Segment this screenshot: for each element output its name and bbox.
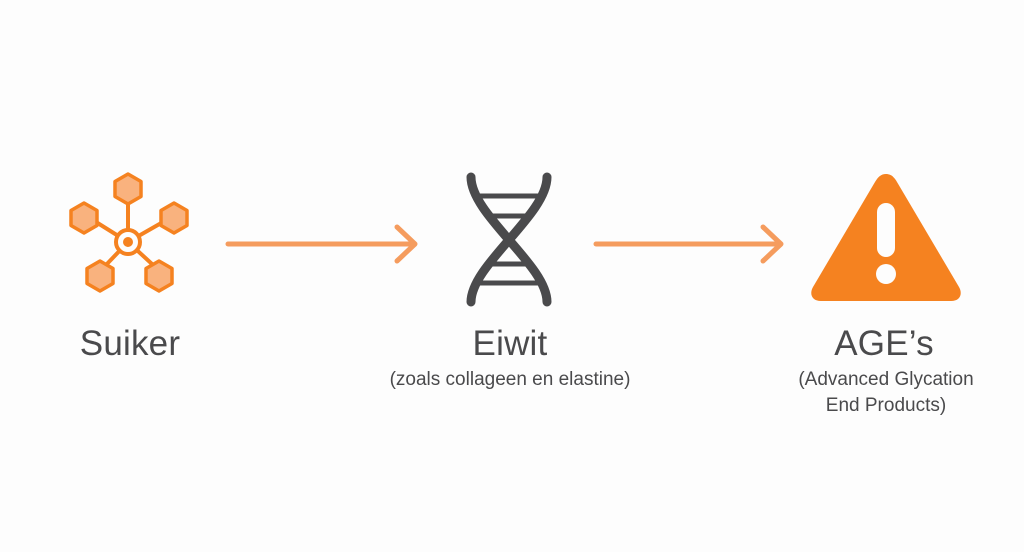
step-sublabel-ages-line2: End Products) [825,395,947,416]
step-label-protein: Eiwit [472,324,548,363]
warning-icon [811,174,961,301]
step-label-ages: AGE’s [834,324,934,363]
arrow-right-icon [593,224,784,264]
step-sublabel-protein: (zoals collageen en elastine) [389,369,631,390]
molecule-icon [69,172,189,293]
step-label-sugar: Suiker [79,324,181,363]
arrow-right-icon [225,224,418,264]
dna-icon [466,172,552,307]
step-sublabel-ages-line1: (Advanced Glycation [798,369,974,390]
